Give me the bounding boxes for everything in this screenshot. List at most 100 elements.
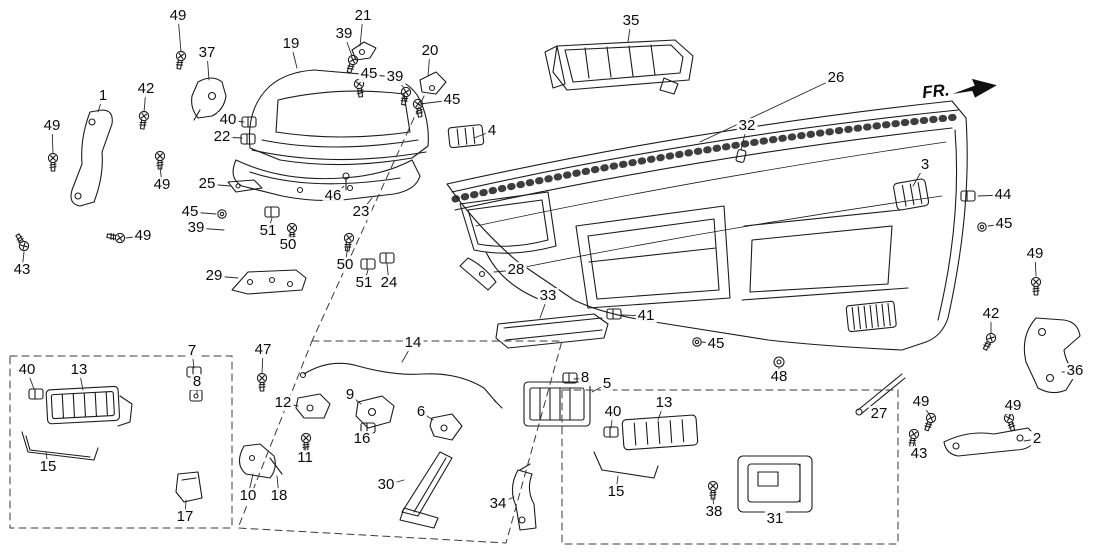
part-34-bracket — [511, 463, 537, 531]
fr-arrow-icon — [952, 78, 998, 98]
part-callout-49: 49 — [167, 7, 189, 25]
part-48-nut — [773, 356, 785, 368]
part-1-bracket — [70, 109, 113, 207]
part-callout-37: 37 — [196, 44, 218, 62]
part-callout-45: 45 — [705, 335, 727, 353]
part-callout-9: 9 — [343, 386, 357, 404]
part-callout-14: 14 — [402, 334, 424, 352]
part-callout-45: 45 — [993, 215, 1015, 233]
part-9-bracket — [355, 395, 395, 429]
part-callout-16: 16 — [351, 430, 373, 448]
part-callout-20: 20 — [419, 42, 441, 60]
part-callout-50: 50 — [277, 236, 299, 254]
part-callout-35: 35 — [620, 12, 642, 30]
part-36-bracket — [1023, 317, 1081, 394]
part-callout-22: 22 — [211, 128, 233, 146]
part-callout-12: 12 — [272, 394, 294, 412]
part-18-pin — [269, 457, 283, 475]
part-callout-42: 42 — [135, 80, 157, 98]
part-callout-33: 33 — [537, 287, 559, 305]
fr-label: FR. — [921, 80, 951, 103]
part-32-stud — [735, 149, 747, 163]
part-15-left-strip — [21, 431, 99, 461]
part-10-bracket — [238, 443, 276, 479]
part-callout-43: 43 — [11, 261, 33, 279]
part-callout-47: 47 — [252, 341, 274, 359]
part-callout-38: 38 — [703, 503, 725, 521]
part-callout-19: 19 — [280, 35, 302, 53]
part-3-side-vent — [893, 178, 930, 211]
part-callout-45: 45 — [441, 91, 463, 109]
part-28-bracket — [459, 257, 497, 291]
part-callout-45: 45 — [358, 65, 380, 83]
part-callout-8: 8 — [578, 369, 592, 387]
part-5-center-vent — [523, 381, 591, 427]
part-callout-49: 49 — [151, 176, 173, 194]
part-callout-50: 50 — [334, 256, 356, 274]
part-callout-29: 29 — [203, 267, 225, 285]
part-13-right-vent — [621, 414, 699, 451]
part-37-bracket — [191, 77, 227, 121]
part-callout-51: 51 — [257, 222, 279, 240]
part-27-rod — [855, 373, 906, 416]
part-callout-25: 25 — [196, 175, 218, 193]
part-callout-2: 2 — [1030, 430, 1044, 448]
part-callout-28: 28 — [505, 261, 527, 279]
leader-lines — [21, 15, 1076, 520]
part-callout-36: 36 — [1064, 362, 1086, 380]
part-callout-49: 49 — [1024, 245, 1046, 263]
part-callout-42: 42 — [980, 305, 1002, 323]
part-13-left-vent — [45, 385, 121, 425]
part-callout-11: 11 — [295, 449, 315, 467]
part-31-box-bracket — [737, 455, 813, 513]
part-13-end-cap — [117, 395, 133, 427]
part-callout-40: 40 — [602, 403, 624, 421]
part-14-cable — [299, 362, 503, 409]
part-callout-24: 24 — [378, 274, 400, 292]
part-callout-18: 18 — [268, 487, 290, 505]
part-callout-39: 39 — [333, 25, 355, 43]
part-callout-17: 17 — [174, 508, 196, 526]
part-callout-27: 27 — [868, 405, 890, 423]
part-12-bracket — [295, 393, 331, 419]
part-26-instrument-panel — [446, 100, 968, 351]
part-callout-49: 49 — [132, 227, 154, 245]
part-callout-15: 15 — [605, 483, 627, 501]
speaker-grille — [845, 300, 897, 333]
leader-line-26 — [699, 77, 837, 143]
part-callout-7: 7 — [185, 342, 199, 360]
part-callout-45: 45 — [179, 203, 201, 221]
part-callout-40: 40 — [16, 361, 38, 379]
part-callout-23: 23 — [350, 203, 372, 221]
part-46-stud — [342, 172, 350, 191]
part-21-bracket — [351, 41, 377, 61]
part-19-cluster-hood — [248, 69, 429, 166]
part-callout-5: 5 — [600, 375, 614, 393]
part-callout-13: 13 — [68, 361, 90, 379]
part-29-plate — [231, 269, 307, 295]
part-17-clip — [175, 471, 203, 503]
part-callout-15: 15 — [37, 458, 59, 476]
part-33-duct — [495, 313, 609, 349]
part-callout-13: 13 — [653, 394, 675, 412]
part-callout-30: 30 — [375, 476, 397, 494]
part-callout-48: 48 — [768, 368, 790, 386]
part-20-bracket — [419, 71, 447, 95]
part-callout-49: 49 — [1002, 397, 1024, 415]
part-callout-21: 21 — [352, 7, 374, 25]
part-30-strut — [399, 451, 453, 529]
part-callout-34: 34 — [487, 495, 509, 513]
part-callout-8: 8 — [190, 373, 204, 391]
part-callout-31: 31 — [764, 510, 786, 528]
part-2-bracket — [943, 427, 1039, 457]
part-callout-41: 41 — [635, 307, 657, 325]
part-8-grommet — [189, 389, 203, 402]
part-25-bracket — [227, 179, 263, 193]
part-callout-6: 6 — [414, 403, 428, 421]
part-callout-3: 3 — [918, 156, 932, 174]
part-callout-51: 51 — [353, 274, 375, 292]
part-callout-26: 26 — [825, 69, 847, 87]
part-callout-49: 49 — [41, 117, 63, 135]
